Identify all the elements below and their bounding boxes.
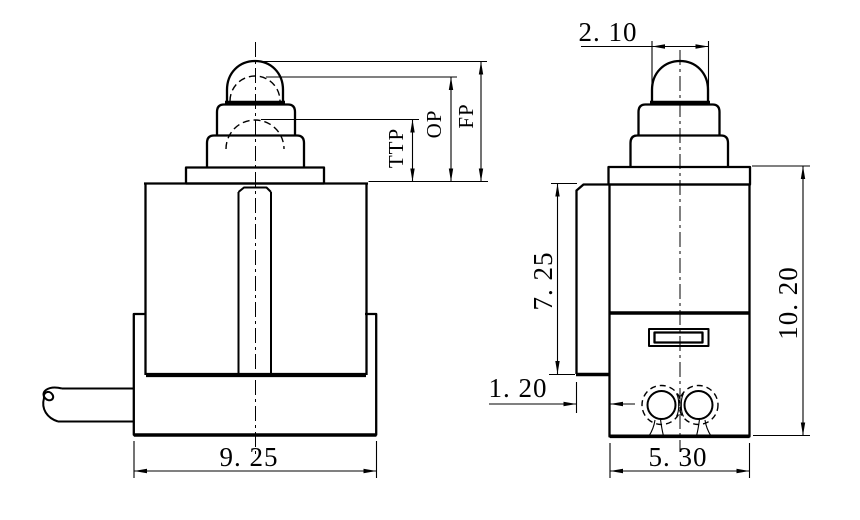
side-plunger-step-lower xyxy=(629,134,730,167)
side-view: 2. 10 7. 25 1. 20 10. 20 xyxy=(489,17,810,478)
side-terminal-holes xyxy=(641,384,719,437)
dim-bracket-offset-text: 1. 20 xyxy=(489,373,548,403)
side-flange xyxy=(607,165,752,186)
side-plunger-step-upper xyxy=(637,103,721,135)
side-dim-button-width: 2. 10 xyxy=(579,17,710,99)
dim-body-width-text: 5. 30 xyxy=(649,442,708,472)
label-fp: FP xyxy=(454,103,478,128)
side-dim-body-width: 5. 30 xyxy=(609,442,751,478)
front-plunger-dome xyxy=(225,59,285,102)
dim-bracket-height-text: 7. 25 xyxy=(528,252,558,311)
side-dim-overall-height: 10. 20 xyxy=(752,165,810,437)
front-travel-dimensions: TTP OP FP xyxy=(259,60,488,183)
side-latch-slot xyxy=(648,328,710,347)
front-dome-travel-arc xyxy=(229,75,281,102)
front-lead-wire xyxy=(42,386,133,423)
dim-overall-width-text: 9. 25 xyxy=(220,442,279,472)
terminal-hole-left-inner xyxy=(646,390,677,420)
side-bracket-plate xyxy=(575,183,609,377)
front-view: 9. 25 TTP OP FP xyxy=(42,42,488,478)
side-dim-bracket-offset: 1. 20 xyxy=(489,373,635,413)
side-plunger-dome xyxy=(650,59,710,102)
terminal-waist-mark xyxy=(676,393,684,417)
side-dim-bracket-height: 7. 25 xyxy=(528,182,577,376)
label-op: OP xyxy=(422,110,446,139)
dim-overall-height-text: 10. 20 xyxy=(773,266,803,340)
dim-button-width-text: 2. 10 xyxy=(579,17,638,47)
terminal-foot-right xyxy=(695,419,712,437)
terminal-hole-right-inner xyxy=(683,390,714,420)
front-plunger-step-lower xyxy=(205,134,306,167)
front-plunger-step-upper xyxy=(215,103,297,135)
label-ttp: TTP xyxy=(384,128,408,168)
front-stem xyxy=(237,186,272,374)
terminal-foot-left xyxy=(648,419,665,437)
wire-break-symbol xyxy=(42,386,63,423)
front-step-travel-arc xyxy=(225,119,285,150)
front-dim-overall-width: 9. 25 xyxy=(133,441,378,478)
